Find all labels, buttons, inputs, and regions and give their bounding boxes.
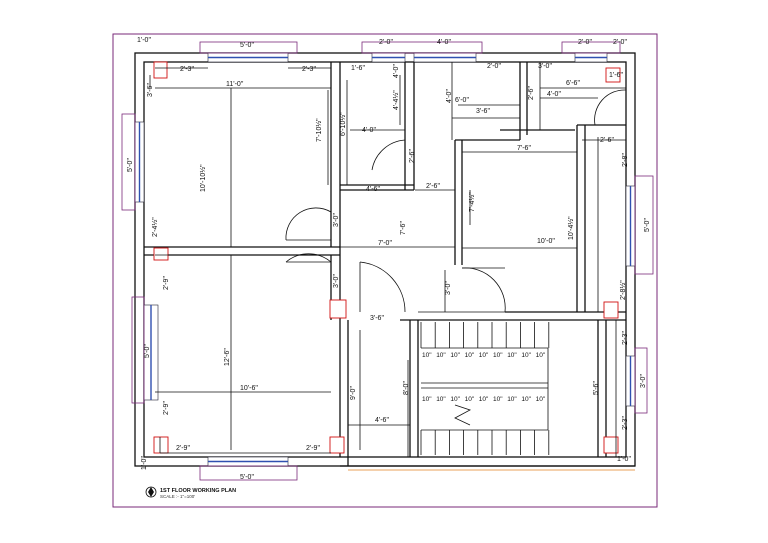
stair-tread-labels-upper: 10" 10" 10" 10" 10" 10" 10" 10" 10" <box>422 352 546 359</box>
dim-2-9b: 2'-9" <box>306 445 320 452</box>
dim-3-6b: 3'-6" <box>370 315 384 322</box>
dim-v-4-0: 4'-0" <box>446 89 453 103</box>
stair-lower-tread-label: 10" <box>521 396 531 403</box>
stair-tread-labels-lower: 10" 10" 10" 10" 10" 10" 10" 10" 10" <box>422 396 546 403</box>
dim-2-6b: 2'-6" <box>426 183 440 190</box>
dim-v-2-4h: 2'-4½" <box>151 217 159 237</box>
dim-v-10-4h: 10'-4½" <box>567 216 575 240</box>
dim-2-3a: 2'-3" <box>180 66 194 73</box>
dim-v-2-9c: 2'-9" <box>163 276 170 290</box>
dim-v-9-0: 9'-0" <box>350 386 357 400</box>
staircase <box>417 319 599 458</box>
stair-upper-tread-label: 10" <box>465 352 475 359</box>
stair-lower-tread-label: 10" <box>436 396 446 403</box>
sheet-border <box>112 33 658 508</box>
stair-lower-tread-label: 10" <box>465 396 475 403</box>
dim-3-6a: 3'-6" <box>476 108 490 115</box>
dim-v-5-6: 5'-6" <box>593 381 600 395</box>
stair-lower-tread-label: 10" <box>450 396 460 403</box>
dim-v-2-8h: 2'-8½" <box>619 280 627 300</box>
window-projections <box>121 41 654 481</box>
dim-v-3-0c: 3'-0" <box>445 281 452 295</box>
stair-upper-tread-label: 10" <box>422 352 432 359</box>
dim-2-9a: 2'-9" <box>176 445 190 452</box>
dim-1-6b: 1'-6" <box>609 72 623 79</box>
dim-v-2-8: 2'-8" <box>622 153 629 167</box>
dim-v-4-4h: 4'-4½" <box>392 90 400 110</box>
doors <box>285 89 627 313</box>
dim-11-0: 11'-0" <box>226 81 244 88</box>
stair-upper-tread-label: 10" <box>450 352 460 359</box>
interior-walls <box>144 62 635 471</box>
columns <box>153 61 621 454</box>
dim-top-2-0c: 2'-0" <box>613 39 627 46</box>
plan-title: 1ST FLOOR WORKING PLAN <box>160 488 236 494</box>
dim-v-2-3a: 2'-3" <box>622 331 629 345</box>
stair-lower-tread-label: 10" <box>479 396 489 403</box>
dim-v-10-10h: 10'-10½" <box>199 164 207 192</box>
outer-walls <box>134 52 636 467</box>
dim-v-5-0-right: 5'-0" <box>644 218 651 232</box>
dim-10-0: 10'-0" <box>537 238 555 245</box>
stair-lower-tread-label: 10" <box>536 396 546 403</box>
dim-v-1-6: 4'-0" <box>393 64 400 78</box>
dim-top-5-0: 5'-0" <box>240 42 254 49</box>
dim-bottom-5-0: 5'-0" <box>240 474 254 481</box>
stair-upper-tread-label: 10" <box>479 352 489 359</box>
dim-v-5-0-left2: 5'-0" <box>144 344 151 358</box>
dim-v-3-0b: 3'-0" <box>333 274 340 288</box>
dim-4-6a: 4'-6" <box>366 186 380 193</box>
dim-2-3b: 2'-3" <box>302 66 316 73</box>
dim-v-2-6d: 2'-6" <box>528 86 535 100</box>
plan-scale: SCALE :- 1"=100' <box>160 494 195 499</box>
stair-upper-tread-label: 10" <box>507 352 517 359</box>
dim-2-6a: 2'-6" <box>600 137 614 144</box>
stair-lower-tread-label: 10" <box>507 396 517 403</box>
dim-top-2-0b: 2'-0" <box>578 39 592 46</box>
dim-4-6b: 4'-6" <box>375 417 389 424</box>
dim-4-0a: 4'-0" <box>547 91 561 98</box>
stair-lower-tread-label: 10" <box>422 396 432 403</box>
dim-top-1-0: 1'-0" <box>137 37 151 44</box>
dim-bottom-1-0r: 1'-0" <box>617 456 631 463</box>
dim-1-6a: 1'-6" <box>351 65 365 72</box>
dim-6-0: 6'-0" <box>455 97 469 104</box>
dimension-labels: 1'-0" 5'-0" 2'-0" 4'-0" 2'-0" 2'-0" 2'-3… <box>137 37 631 481</box>
dim-3-0a: 3'-0" <box>538 63 552 70</box>
dim-7-6a: 7'-6" <box>517 145 531 152</box>
dim-v-3-0d: 3'-0" <box>640 374 647 388</box>
dim-v-7-4h: 7'-4½" <box>468 192 476 212</box>
dim-v-12-6: 12'-6" <box>224 348 231 366</box>
dim-top-4-0: 4'-0" <box>437 39 451 46</box>
dim-v-3-6: 3'-6" <box>147 83 154 97</box>
vertical-dimension-labels: 3'-6" 5'-0" 10'-10½" 2'-4½" 7'-10½" 6'-1… <box>127 64 651 470</box>
stair-upper-tread-label: 10" <box>521 352 531 359</box>
dim-v-bottom-1-0: 1'-0" <box>141 456 148 470</box>
dim-v-2-3b: 2'-3" <box>622 416 629 430</box>
dim-top-2-0a: 2'-0" <box>379 39 393 46</box>
dim-v-7-10h: 7'-10½" <box>315 118 323 142</box>
dim-10-6: 10'-6" <box>240 385 258 392</box>
dim-v-7-6b: 7'-6" <box>400 221 407 235</box>
dim-v-5-0-left: 5'-0" <box>127 158 134 172</box>
dim-v-3-0a: 3'-0" <box>333 213 340 227</box>
dim-7-0: 7'-0" <box>378 240 392 247</box>
dim-2-0d: 2'-0" <box>487 63 501 70</box>
windows <box>134 52 636 467</box>
stair-upper-tread-label: 10" <box>493 352 503 359</box>
dim-v-2-9d: 2'-9" <box>163 401 170 415</box>
stair-upper-tread-label: 10" <box>436 352 446 359</box>
north-arrow-pointer-icon <box>148 487 154 497</box>
dimension-lines <box>149 62 626 457</box>
dim-v-2-6c: 2'-6" <box>409 149 416 163</box>
stair-upper-tread-label: 10" <box>536 352 546 359</box>
dim-6-6: 6'-6" <box>566 80 580 87</box>
dim-v-8-0: 8'-0" <box>403 381 410 395</box>
dim-v-6-10h: 6'-10½" <box>339 112 347 136</box>
title-block: 1ST FLOOR WORKING PLAN SCALE :- 1"=100' <box>145 486 236 499</box>
dim-4-0c: 4'-0" <box>362 127 376 134</box>
stair-lower-tread-label: 10" <box>493 396 503 403</box>
